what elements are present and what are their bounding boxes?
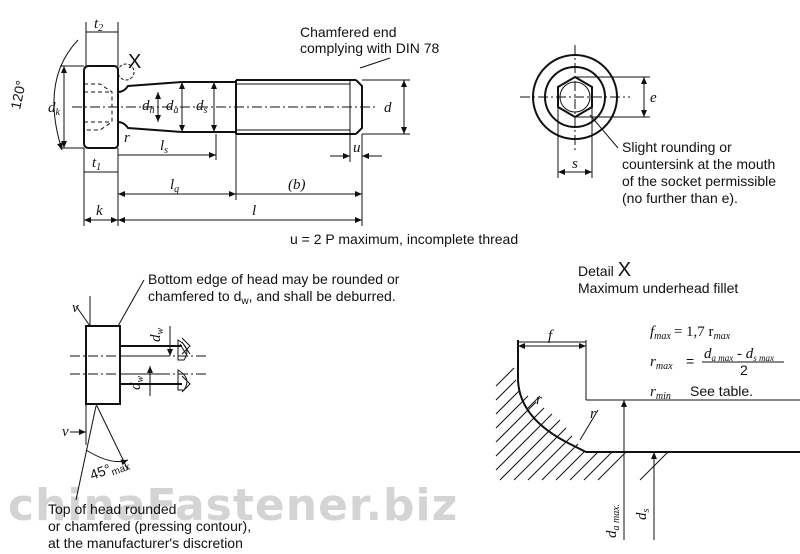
- head-detail-view: [70, 279, 206, 501]
- screw-side-view: [72, 63, 378, 149]
- screw-end-view: [520, 45, 650, 178]
- dim-d: d: [384, 100, 392, 116]
- dim-k: k: [96, 203, 103, 219]
- dim-dh: dh: [142, 98, 155, 116]
- angle-120-label: 120°: [7, 79, 29, 111]
- dim-f: f: [548, 328, 554, 344]
- dim-r: r: [124, 130, 130, 146]
- formula-rmin: rmin: [650, 384, 671, 402]
- dim-l: l: [252, 203, 256, 219]
- formula-rmin-value: See table.: [690, 383, 753, 399]
- bottom-edge-note-1: Bottom edge of head may be rounded or: [148, 271, 400, 287]
- detail-x-view: [495, 340, 800, 540]
- dim-s: s: [572, 156, 578, 172]
- dim-t1: t1: [92, 155, 101, 173]
- dim-da-max: da max.: [604, 504, 622, 538]
- rounding-note-2: countersink at the mouth: [622, 156, 775, 172]
- dim-v-top: v: [72, 300, 79, 316]
- watermark: chinaFastener.biz: [8, 480, 458, 531]
- dim-r-1: r: [536, 392, 542, 408]
- formula-rmax-eq: =: [686, 353, 694, 369]
- formula-rmax: rmax: [650, 354, 673, 372]
- u-formula-label: u = 2 P maximum, incomplete thread: [290, 231, 518, 247]
- dim-e: e: [650, 90, 657, 106]
- bottom-edge-note-2: chamfered to dw, and shall be deburred.: [148, 288, 396, 307]
- dim-r-2: r: [590, 406, 596, 422]
- detail-subtitle: Maximum underhead fillet: [578, 280, 738, 296]
- formula-rmax-numerator: da max - ds max: [704, 346, 774, 363]
- dim-lg: lg: [170, 177, 179, 195]
- main-dimensions: [53, 22, 410, 226]
- formula-rmax-denominator: 2: [740, 362, 748, 378]
- top-head-note-3: at the manufacturer's discretion: [48, 535, 243, 551]
- top-head-note-1: Top of head rounded: [48, 501, 176, 517]
- dim-dk: dk: [48, 100, 61, 118]
- dim-ds: ds: [196, 98, 208, 116]
- dim-dw-bottom: dw: [128, 376, 146, 391]
- dim-u: u: [353, 140, 361, 156]
- formula-fmax: fmax= 1,7 rmax: [650, 324, 731, 342]
- rounding-note-4: (no further than e).: [622, 190, 738, 206]
- dim-da: da: [166, 98, 179, 116]
- top-head-note-2: or chamfered (pressing contour),: [48, 518, 251, 534]
- dim-v-bottom: v: [62, 424, 69, 440]
- dim-dw-top: dw: [148, 328, 166, 343]
- detail-x-marker: X: [128, 51, 141, 73]
- chamfered-end-label: Chamfered end: [300, 24, 397, 40]
- dim-ds-detail: ds: [634, 509, 652, 521]
- rounding-note-3: of the socket permissible: [622, 173, 776, 189]
- dim-t2: t2: [94, 16, 103, 34]
- chamfered-end-label-2: complying with DIN 78: [300, 40, 439, 56]
- rounding-note-1: Slight rounding or: [622, 139, 732, 155]
- dim-ls: ls: [160, 138, 168, 156]
- dim-b: (b): [288, 177, 306, 193]
